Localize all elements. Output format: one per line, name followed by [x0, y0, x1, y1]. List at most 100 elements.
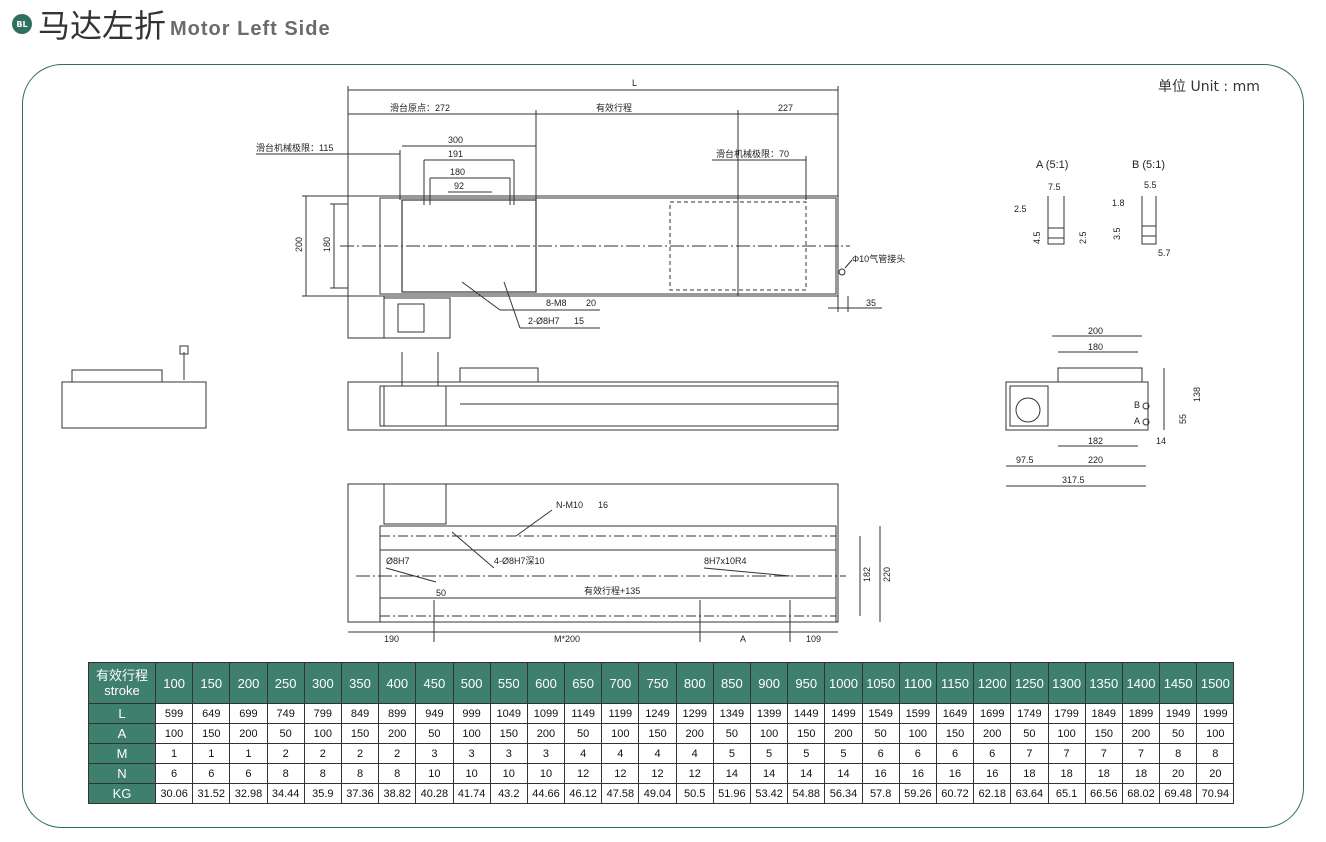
end-220: 220 [1088, 455, 1103, 465]
right-end-view: 200 180 138 55 B A 182 14 97.5 220 317.5 [1005, 326, 1202, 487]
table-cell: 60.72 [935, 783, 975, 804]
table-cell: 20 [1196, 763, 1235, 784]
table-cell: 1099 [526, 703, 566, 724]
table-cell: 150 [935, 723, 975, 744]
table-cell: 69.48 [1159, 783, 1198, 804]
table-cell: 50 [266, 723, 305, 744]
table-cell: 66.56 [1084, 783, 1123, 804]
row-label: L [88, 703, 156, 724]
stroke-header-cell: 1150 [935, 662, 975, 704]
table-cell: 8 [266, 763, 305, 784]
table-cell: 1999 [1196, 703, 1235, 724]
table-cell: 1749 [1010, 703, 1049, 724]
stroke-header-cell: 700 [601, 662, 640, 704]
table-cell: 16 [861, 763, 900, 784]
table-cell: 47.58 [601, 783, 640, 804]
table-cell: 10 [526, 763, 566, 784]
note-h7b: 4-Ø8H7深10 [494, 556, 545, 566]
row-label: KG [88, 783, 156, 804]
dim-home: 滑台原点：272 [390, 102, 450, 113]
table-cell: 56.34 [824, 783, 863, 804]
table-cell: 46.12 [564, 783, 603, 804]
stroke-header-cell: 850 [712, 662, 752, 704]
detail-b-35: 3.5 [1112, 227, 1122, 240]
note-m8-depth: 20 [586, 298, 596, 308]
table-cell: 50 [564, 723, 603, 744]
table-cell: 6 [192, 763, 231, 784]
table-cell: 51.96 [712, 783, 752, 804]
table-cell: 749 [266, 703, 305, 724]
stroke-header-cell: 1200 [973, 662, 1012, 704]
table-cell: 50 [861, 723, 900, 744]
dim-92: 92 [454, 181, 464, 191]
table-cell: 1949 [1159, 703, 1198, 724]
table-cell: 1899 [1121, 703, 1161, 724]
unit-label: 单位 Unit : mm [1158, 79, 1260, 95]
stroke-header-cell: 250 [266, 662, 305, 704]
end-55: 55 [1178, 414, 1188, 424]
end-3175: 317.5 [1062, 475, 1085, 485]
table-cell: 1599 [898, 703, 937, 724]
table-cell: 200 [378, 723, 417, 744]
table-cell: 43.2 [489, 783, 528, 804]
table-cell: 41.74 [452, 783, 491, 804]
table-cell: 150 [340, 723, 380, 744]
dim-limit115: 滑台机械极限：115 [256, 142, 333, 153]
dim-190: 190 [384, 634, 399, 644]
end-182: 182 [1088, 436, 1103, 446]
table-cell: 12 [638, 763, 677, 784]
table-cell: 200 [824, 723, 863, 744]
table-cell: 30.06 [154, 783, 194, 804]
stroke-header-cell: 150 [192, 662, 231, 704]
table-cell: 7 [1047, 743, 1086, 764]
table-cell: 200 [526, 723, 566, 744]
table-cell: 14 [749, 763, 789, 784]
page-header: BL 马达左折 Motor Left Side [12, 2, 331, 46]
table-cell: 8 [303, 763, 342, 784]
detail-a-25b: 2.5 [1078, 231, 1088, 244]
stroke-header-cell: 350 [340, 662, 380, 704]
table-cell: 6 [861, 743, 900, 764]
table-cell: 10 [452, 763, 491, 784]
table-cell: 8 [1196, 743, 1235, 764]
stroke-header-cell: 650 [564, 662, 603, 704]
table-cell: 12 [601, 763, 640, 784]
end-A: A [1134, 416, 1140, 426]
table-cell: 5 [749, 743, 789, 764]
table-cell: 2 [340, 743, 380, 764]
table-cell: 1 [154, 743, 194, 764]
table-cell: 5 [824, 743, 863, 764]
table-cell: 100 [601, 723, 640, 744]
stroke-header-cell: 1500 [1196, 662, 1235, 704]
table-cell: 100 [154, 723, 194, 744]
dim-180v: 180 [322, 237, 332, 252]
end-200: 200 [1088, 326, 1103, 336]
dim-300: 300 [448, 135, 463, 145]
table-cell: 38.82 [378, 783, 417, 804]
table-cell: 7 [1121, 743, 1161, 764]
table-cell: 1549 [861, 703, 900, 724]
detail-b-label: B (5:1) [1132, 159, 1165, 171]
note-m8: 8-M8 [546, 298, 567, 308]
table-cell: 37.36 [340, 783, 380, 804]
table-cell: 50 [1010, 723, 1049, 744]
detail-b-18: 1.8 [1112, 198, 1125, 208]
table-cell: 1199 [601, 703, 640, 724]
note-h7-depth: 15 [574, 316, 584, 326]
stroke-header-cell: 750 [638, 662, 677, 704]
table-cell: 62.18 [973, 783, 1012, 804]
detail-views: A (5:1) B (5:1) 7.5 2.5 4.5 2.5 5.5 1.8 … [1014, 159, 1171, 258]
title-chinese: 马达左折 [38, 7, 167, 45]
table-cell: 54.88 [787, 783, 826, 804]
end-B: B [1134, 400, 1140, 410]
table-cell: 150 [787, 723, 826, 744]
header-stroke-label-line: stroke [104, 683, 140, 698]
note-nm10: N-M10 [556, 500, 583, 510]
table-cell: 1 [229, 743, 268, 764]
